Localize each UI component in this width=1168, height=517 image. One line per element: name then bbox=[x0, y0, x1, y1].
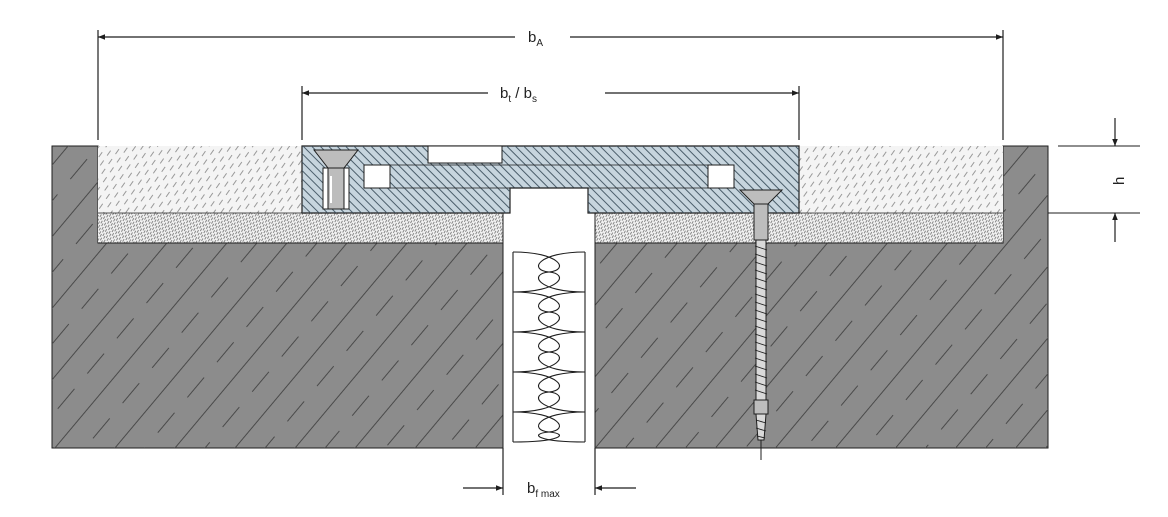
joint-gap bbox=[502, 213, 596, 448]
mortar-infill bbox=[98, 146, 1003, 214]
substrate bbox=[51, 145, 1049, 449]
dimension-profile-width: bt / bs bbox=[301, 85, 800, 140]
anchor-screw-icon bbox=[738, 189, 784, 460]
height-label: h bbox=[1111, 177, 1128, 185]
joint-profile bbox=[301, 145, 800, 214]
foam-backer-icon bbox=[512, 251, 586, 443]
joint-width-label: bf max bbox=[527, 480, 560, 500]
dimension-height: h bbox=[1048, 118, 1140, 242]
bedding-layer bbox=[98, 213, 1003, 244]
countersunk-screw-icon bbox=[312, 149, 360, 210]
profile-width-label: bt / bs bbox=[500, 85, 537, 105]
dimension-overall-width: bA bbox=[97, 29, 1004, 140]
overall-width-label: bA bbox=[528, 29, 543, 49]
dimension-joint-width: bf max bbox=[463, 448, 636, 500]
